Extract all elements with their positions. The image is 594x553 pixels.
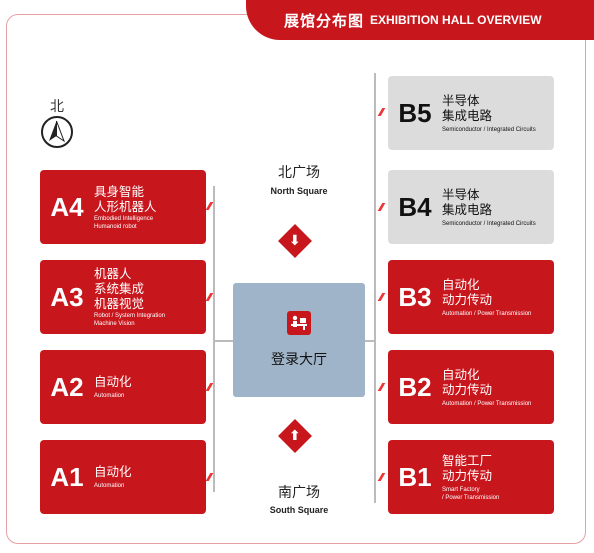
hall-code: B5 xyxy=(398,97,432,128)
hall-b5[interactable]: B5 半导体 集成电路 Semiconductor / Integrated C… xyxy=(388,76,554,150)
hall-name-zh: 智能工厂 xyxy=(442,452,493,468)
hall-name-zh: 集成电路 xyxy=(442,107,493,123)
hall-a4[interactable]: A4 具身智能 人形机器人 Embodied Intelligence Huma… xyxy=(40,170,206,244)
hall-name-en: Automation / Power Transmission xyxy=(442,400,532,407)
hall-name-zh: 机器视觉 xyxy=(94,296,145,311)
hall-b2[interactable]: B2 自动化 动力传动 Automation / Power Transmiss… xyxy=(388,350,554,424)
hall-name-zh: 半导体 xyxy=(442,92,480,108)
hall-name-zh: 自动化 xyxy=(442,366,480,382)
hall-name-en: Automation / Power Transmission xyxy=(442,310,532,317)
registration-lobby[interactable]: 登录大厅 xyxy=(233,283,365,397)
hall-code: B1 xyxy=(398,461,432,492)
hall-name-en: Humanoid robot xyxy=(94,223,137,230)
title-zh: 展馆分布图 xyxy=(284,11,365,30)
north-label: 北 xyxy=(50,99,64,115)
title-bar: 展馆分布图 EXHIBITION HALL OVERVIEW xyxy=(246,0,594,40)
title-en: EXHIBITION HALL OVERVIEW xyxy=(370,13,542,27)
hall-code: A1 xyxy=(50,461,84,492)
hall-name-zh: 集成电路 xyxy=(442,201,493,217)
hall-name-zh: 动力传动 xyxy=(442,467,493,483)
north-square-zh: 北广场 xyxy=(278,165,320,181)
south-square-zh: 南广场 xyxy=(278,485,320,501)
hall-name-en: Semiconductor / Integrated Circuits xyxy=(442,220,536,227)
hall-name-zh: 自动化 xyxy=(94,464,132,479)
hall-name-en: Semiconductor / Integrated Circuits xyxy=(442,126,536,133)
registration-desk-icon xyxy=(287,311,311,335)
hall-name-zh: 系统集成 xyxy=(94,281,145,296)
hall-a3[interactable]: A3 机器人 系统集成 机器视觉 Robot / System Integrat… xyxy=(40,260,206,334)
hall-a1[interactable]: A1 自动化 Automation xyxy=(40,440,206,514)
hall-name-zh: 人形机器人 xyxy=(94,198,157,214)
hall-code: A4 xyxy=(50,191,84,222)
hall-code: B4 xyxy=(398,191,432,222)
hall-name-en: Embodied Intelligence xyxy=(94,215,154,222)
hall-code: A2 xyxy=(50,371,84,402)
hall-code: A3 xyxy=(50,281,84,312)
hall-name-zh: 机器人 xyxy=(94,266,132,281)
hall-name-en: Automation xyxy=(94,393,125,399)
hall-name-en: / Power Transmission xyxy=(442,494,500,501)
hall-b1[interactable]: B1 智能工厂 动力传动 Smart Factory / Power Trans… xyxy=(388,440,554,514)
hall-name-en: Machine Vision xyxy=(94,321,135,327)
hall-b4[interactable]: B4 半导体 集成电路 Semiconductor / Integrated C… xyxy=(388,170,554,244)
hall-name-zh: 动力传动 xyxy=(442,381,493,397)
right-rail xyxy=(374,73,376,503)
lobby-label: 登录大厅 xyxy=(271,352,327,368)
hall-a2[interactable]: A2 自动化 Automation xyxy=(40,350,206,424)
hall-b3[interactable]: B3 自动化 动力传动 Automation / Power Transmiss… xyxy=(388,260,554,334)
north-square-en: North Square xyxy=(270,186,328,196)
hall-name-en: Automation xyxy=(94,483,125,489)
hall-name-zh: 动力传动 xyxy=(442,291,493,307)
hall-code: B3 xyxy=(398,281,432,312)
hall-name-zh: 半导体 xyxy=(442,186,480,202)
left-rail xyxy=(213,186,215,492)
hall-name-zh: 自动化 xyxy=(94,374,132,389)
south-square-en: South Square xyxy=(269,505,329,515)
hall-name-en: Smart Factory xyxy=(442,486,480,493)
hall-name-zh: 具身智能 xyxy=(94,183,145,199)
hall-code: B2 xyxy=(398,371,432,402)
left-rail-lobby-link xyxy=(213,340,233,342)
right-rail-lobby-link xyxy=(365,340,375,342)
hall-name-en: Robot / System Integration xyxy=(94,313,166,319)
compass-north-icon xyxy=(41,116,73,148)
hall-name-zh: 自动化 xyxy=(442,276,480,292)
